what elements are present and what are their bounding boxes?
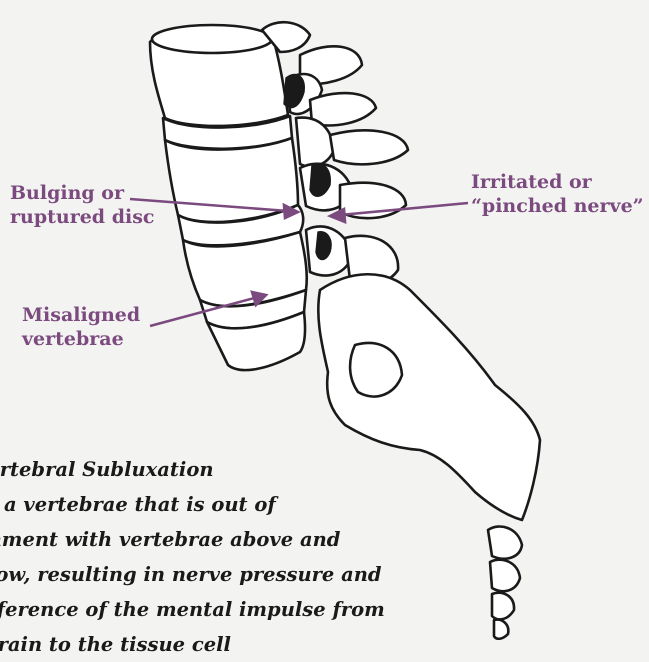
arrow-irritated-head <box>330 209 345 222</box>
caption-line: brain to the tissue cell <box>0 627 649 662</box>
caption-line: gnment with vertebrae above and <box>0 522 649 557</box>
vertebra-top-surface <box>152 25 272 53</box>
label-irritated-line-2: “pinched nerve” <box>471 194 644 218</box>
caption-line: erference of the mental impulse from <box>0 592 649 627</box>
label-bulging-line-1: Bulging or <box>10 181 154 205</box>
spinous-process-3 <box>330 130 408 164</box>
label-irritated-nerve: Irritated or “pinched nerve” <box>471 170 644 218</box>
label-irritated-line-1: Irritated or <box>471 170 644 194</box>
label-misaligned-line-1: Misaligned <box>22 303 140 327</box>
label-misaligned-line-2: vertebrae <box>22 327 140 351</box>
label-bulging-disc: Bulging or ruptured disc <box>10 181 154 229</box>
caption-line: a vertebrae that is out of <box>0 487 649 522</box>
nerve-root-3 <box>316 232 331 260</box>
spinous-process-2 <box>310 93 376 125</box>
label-bulging-line-2: ruptured disc <box>10 205 154 229</box>
caption-vertebral-subluxation: Vertebral Subluxation a vertebrae that i… <box>0 452 649 662</box>
caption-line: Vertebral Subluxation <box>0 452 649 487</box>
label-misaligned-vertebrae: Misaligned vertebrae <box>22 303 140 351</box>
caption-line: low, resulting in nerve pressure and <box>0 557 649 592</box>
